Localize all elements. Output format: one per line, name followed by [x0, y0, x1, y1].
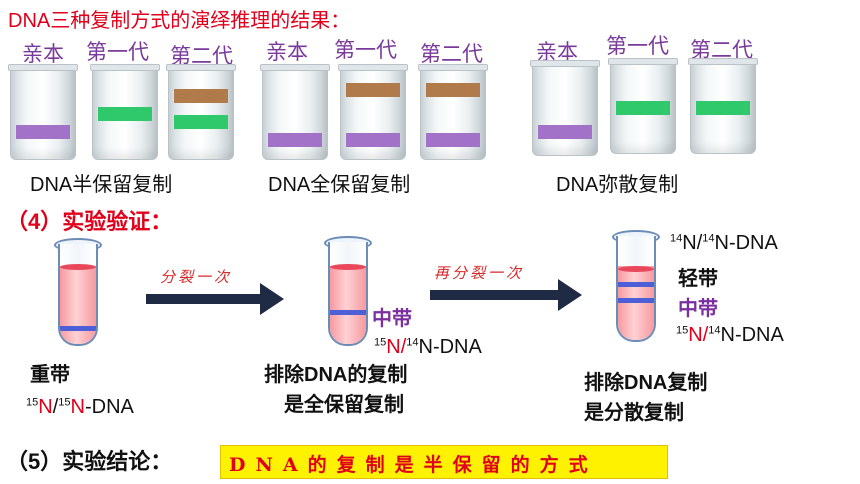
page-title: DNA三种复制方式的演绎推理的结果： — [8, 10, 351, 32]
label-15n-14n-dna: 15N/14N-DNA — [374, 336, 482, 358]
tube-liquid — [330, 266, 366, 344]
section-heading-conclusion: （5）实验结论： — [6, 449, 173, 474]
tube-body — [58, 244, 98, 346]
conclusion-box: DNA的复制是半保留的方式 — [220, 445, 668, 479]
label-15n-14n-dna: 15N/14N-DNA — [676, 324, 784, 346]
note-exclude-dispersive: 排除DNA复制 — [584, 372, 708, 394]
caption-dispersive: DNA弥散复制 — [556, 174, 679, 196]
label-gen2: 第二代 — [420, 43, 483, 66]
tube-meniscus — [60, 264, 96, 270]
tube-body — [616, 236, 656, 342]
label-15n-15n-dna: 15N/15N-DNA — [26, 396, 134, 418]
heavy-band — [538, 125, 592, 139]
label-gen2: 第二代 — [170, 45, 233, 68]
caption-conservative: DNA全保留复制 — [268, 174, 411, 196]
label-gen1: 第一代 — [86, 41, 149, 64]
arrow-shaft — [430, 290, 560, 300]
middle-band — [696, 101, 750, 115]
note-is-conservative: 是全保留复制 — [284, 394, 404, 416]
section-heading-verification: （4）实验验证： — [6, 209, 173, 234]
label-heavy-band: 重带 — [30, 364, 70, 386]
middle-band — [98, 107, 152, 121]
middle-band — [174, 115, 228, 129]
light-band — [426, 83, 480, 97]
beaker-gen1 — [90, 64, 160, 160]
caption-semi-conservative: DNA半保留复制 — [30, 174, 173, 196]
beaker-parent — [530, 60, 600, 156]
conclusion-text: DNA的复制是半保留的方式 — [229, 454, 598, 476]
label-gen1: 第一代 — [334, 39, 397, 62]
heavy-band — [268, 133, 322, 147]
light-band — [618, 282, 654, 287]
label-middle-band: 中带 — [678, 298, 718, 320]
arrow-head — [558, 279, 582, 311]
middle-band — [616, 101, 670, 115]
beaker-gen2 — [166, 64, 236, 160]
tube-liquid — [618, 266, 654, 340]
middle-band — [330, 310, 366, 315]
label-parent: 亲本 — [22, 43, 64, 66]
note-exclude-conservative: 排除DNA的复制 — [264, 364, 408, 386]
tube-body — [328, 242, 368, 346]
tube-liquid — [60, 266, 96, 344]
beaker-parent — [260, 64, 330, 160]
middle-band — [618, 298, 654, 303]
beaker-gen2 — [418, 64, 488, 160]
label-14n-14n-dna: 14N/14N-DNA — [670, 232, 778, 254]
label-parent: 亲本 — [536, 41, 578, 64]
heavy-band — [60, 326, 96, 331]
light-band — [346, 83, 400, 97]
light-band — [174, 89, 228, 103]
label-middle-band: 中带 — [372, 308, 412, 330]
arrow-label-divide-again: 再分裂一次 — [434, 264, 525, 282]
beaker-gen1 — [608, 58, 678, 154]
beaker-gen1 — [338, 64, 408, 160]
note-is-dispersive: 是分散复制 — [584, 402, 684, 424]
tube-meniscus — [618, 266, 654, 272]
label-gen2: 第二代 — [690, 39, 753, 62]
label-gen1: 第一代 — [606, 35, 669, 58]
arrow-label-divide-once: 分裂一次 — [160, 268, 233, 286]
label-parent: 亲本 — [266, 41, 308, 64]
heavy-band — [426, 133, 480, 147]
heavy-band — [16, 125, 70, 139]
beaker-parent — [8, 64, 78, 160]
arrow-shaft — [146, 294, 262, 304]
beaker-gen2 — [688, 58, 758, 154]
tube-meniscus — [330, 264, 366, 270]
label-light-band: 轻带 — [678, 268, 718, 290]
arrow-head — [260, 283, 284, 315]
heavy-band — [346, 133, 400, 147]
